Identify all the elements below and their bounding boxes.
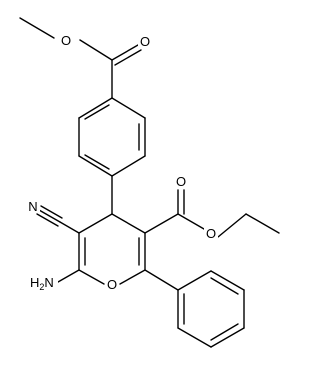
benzoate-bond-6 <box>78 97 113 119</box>
benzoate-double-3 <box>84 104 110 120</box>
bond-c5-cn <box>59 221 80 234</box>
phenyl-bond-5 <box>177 327 212 348</box>
benzoate-bond-4 <box>78 155 113 177</box>
atom-o-ring: O <box>107 277 117 292</box>
phenyl-bond-2 <box>210 270 245 291</box>
atom-o-carbonyl-right: O <box>176 174 186 189</box>
benzoate-double-2 <box>84 154 110 170</box>
atom-nh2: H2N <box>30 275 54 292</box>
atom-bg-nh2 <box>28 275 58 291</box>
pyran-bond-o-c6 <box>78 269 105 285</box>
pyran-ring <box>78 213 146 285</box>
atom-bg-ocarbonyl-right <box>174 174 188 188</box>
bond-o-ch2 <box>217 213 247 238</box>
benzoate-ring <box>78 97 146 177</box>
nitrile-group <box>36 205 80 234</box>
bond-cn-triple-2 <box>40 205 63 219</box>
bond-carbonyl-double-1 <box>111 44 139 61</box>
bond-ch2-ch3 <box>245 213 280 234</box>
phenyl-bond-4 <box>210 327 245 348</box>
pyran-bond-c2-o <box>119 269 146 285</box>
atom-bg-nitrile-n <box>26 199 40 213</box>
phenyl-bond-1 <box>177 270 212 291</box>
atom-nh2-n: H <box>30 275 39 290</box>
atom-nh2-nitrogen: N <box>44 275 53 290</box>
bond-c6-nh2 <box>57 269 80 283</box>
atom-bg-oethoxy <box>204 226 218 240</box>
ethyl-ester-group <box>144 189 280 238</box>
benzoate-bond-1 <box>111 97 146 119</box>
phenyl-ring <box>177 270 245 348</box>
bond-c2-phenyl <box>144 269 179 291</box>
bond-cn-triple-3 <box>36 213 59 227</box>
phenyl-double-1 <box>210 277 239 295</box>
chemical-structure-diagram: O O O O N O H2N <box>19 17 280 348</box>
bond-cn-triple-1 <box>38 209 61 223</box>
bond-carbonyl-double-2 <box>114 49 142 66</box>
phenyl-double-2 <box>210 323 239 341</box>
atom-labels: O O O O N O H2N <box>26 33 218 292</box>
benzoate-bond-3 <box>111 155 146 177</box>
bond-methyl-omethoxy <box>19 17 55 39</box>
pyran-bond-c5-c4 <box>78 213 113 234</box>
atom-o-carbonyl-top: O <box>140 34 150 49</box>
atom-nh2-count: 2 <box>39 282 44 292</box>
bond-ester-c-o-single <box>177 213 205 230</box>
bond-c3-ester-c <box>144 213 179 234</box>
atom-o-ethoxy-right: O <box>206 226 216 241</box>
atom-n-nitrile: N <box>28 199 37 214</box>
pyran-bond-c4-c3 <box>111 213 146 234</box>
atom-bg-omethoxy <box>59 33 73 47</box>
bond-omethoxy-carbonyl-c <box>79 39 113 61</box>
atom-o-methoxy-top: O <box>61 33 71 48</box>
methyl-ester-group-top <box>19 17 142 99</box>
atom-bg-ocarbonyl-top <box>138 34 152 48</box>
atom-bg-ring-o <box>105 277 119 291</box>
